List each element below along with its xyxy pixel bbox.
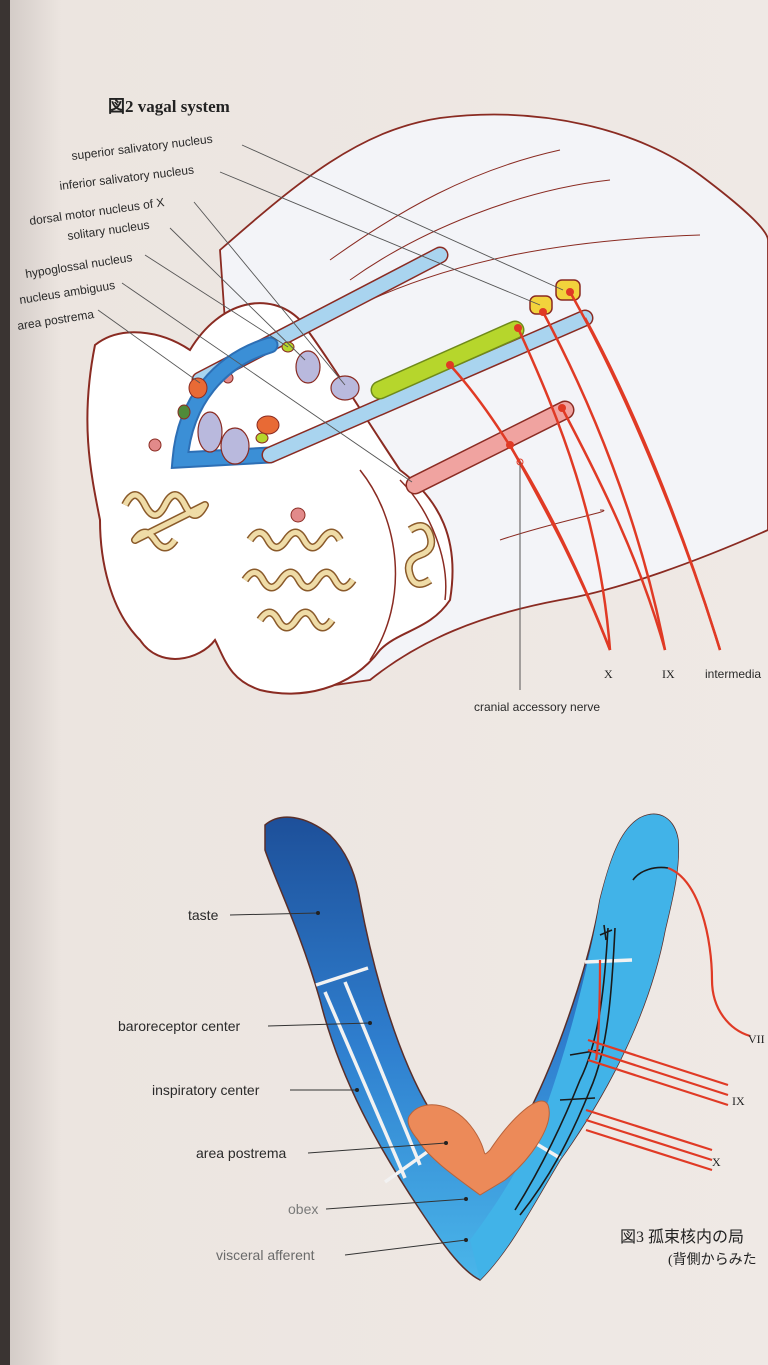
small-nucleus-dot [148,438,162,452]
fig3-leader-lines [229,912,467,1256]
contour-line [329,149,561,261]
olive-accessory-fill [406,523,434,587]
label-baroreceptor: baroreceptor center [118,1018,241,1034]
fig2-title: 図2 vagal system [108,97,230,116]
small-nucleus-dot [290,507,306,523]
nerve-fibers [449,291,722,651]
orange-nucleus [256,415,280,435]
fig3-caption-line2: (背側からみた [668,1252,757,1268]
nerve-cell-dot [506,441,514,449]
green-nucleus [177,404,191,420]
nerve-cell-dot [446,361,454,369]
label-fig3-nerve-vii: VII [748,1032,765,1046]
figure-3: taste baroreceptor center inspiratory ce… [118,813,765,1281]
fig3-leader-dots [316,911,468,1242]
orange-nucleus [188,377,208,399]
label-fig3-nerve-ix: IX [732,1094,745,1108]
fig3-nerve-roots [585,866,751,1172]
ambiguus-column [407,402,573,493]
dorsal-motor-column [372,322,523,398]
label-visceral-afferent: visceral afferent [216,1247,315,1263]
label-cranial-accessory: cranial accessory nerve [474,700,600,714]
nerve-cell-dot [558,404,566,412]
fig3-caption-line1: 図3 孤束核内の局 [620,1228,744,1246]
olive-right-fill [242,530,356,630]
lavender-nucleus [330,375,360,401]
label-inspiratory: inspiratory center [152,1082,260,1098]
book-edge [0,0,10,1365]
cranial-accessory-marker [516,458,524,466]
section-contour [359,469,397,661]
contour-line [369,234,701,301]
nerve-cell-dot [539,308,547,316]
afferent-fibers [514,866,669,1216]
contour-line [499,509,605,541]
olive-left-fill [122,492,208,550]
solitary-column [263,311,592,462]
lavender-nucleus [197,411,223,453]
nerve-cell-dot [514,324,522,332]
area-postrema-shape [407,1100,550,1196]
label-nerve-intermedius: intermedia [705,667,761,681]
green-nucleus [255,432,269,444]
lavender-nucleus [295,350,321,384]
medulla-cross-section [86,302,454,695]
label-fig3-nerve-x: X [712,1155,721,1169]
label-nerve-ix: IX [662,667,675,681]
lavender-nucleus [220,427,250,465]
leader-lines [97,144,564,483]
label-area-postrema-fig3: area postrema [196,1145,286,1161]
contour-line [349,179,611,281]
label-nerve-x: X [604,667,613,681]
label-obex: obex [288,1201,318,1217]
label-taste: taste [188,907,219,923]
nerve-cell-dot [566,288,574,296]
